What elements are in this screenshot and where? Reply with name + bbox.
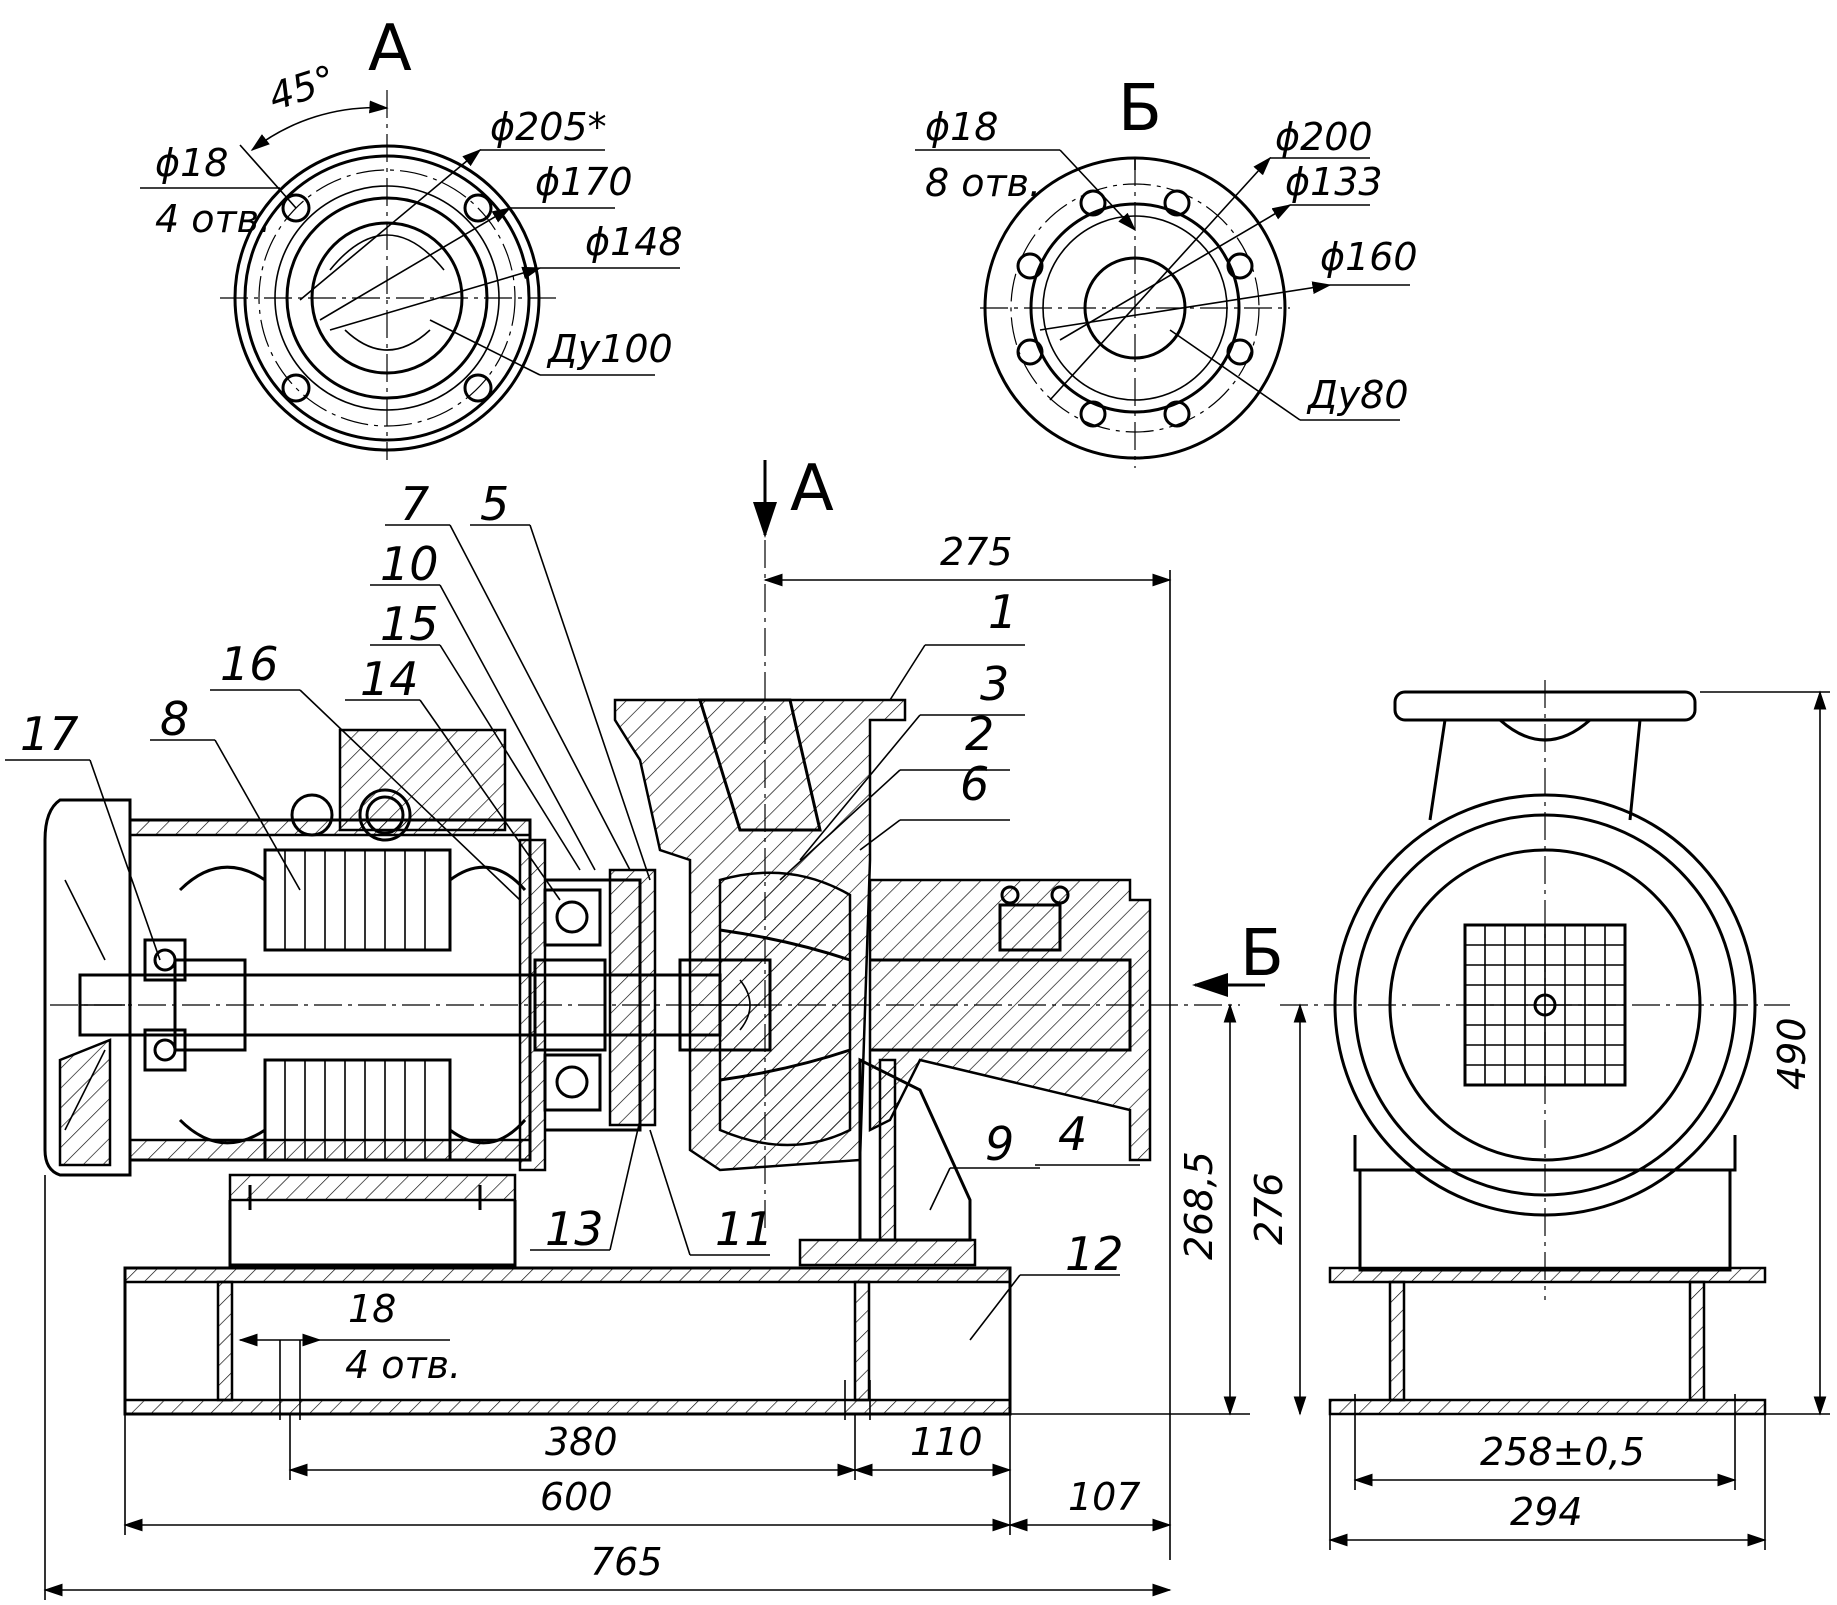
dim-110: 110 bbox=[910, 1420, 983, 1464]
dim-268-5: 268,5 bbox=[1177, 1151, 1221, 1260]
view-b-holes-dia: ϕ18 bbox=[925, 105, 998, 149]
dim-18: 18 bbox=[348, 1287, 396, 1331]
pos-9: 9 bbox=[985, 1117, 1014, 1171]
pos-10: 10 bbox=[380, 537, 439, 591]
pos-4: 4 bbox=[1058, 1107, 1087, 1161]
view-b-dn: Ду80 bbox=[1306, 373, 1409, 417]
pos-11: 11 bbox=[715, 1202, 774, 1256]
pump-side-view bbox=[1280, 680, 1790, 1416]
pos-3: 3 bbox=[980, 657, 1009, 711]
view-b-holes-count: 8 отв. bbox=[925, 161, 1041, 205]
dim-600: 600 bbox=[540, 1475, 613, 1519]
arrow-a-letter: А bbox=[790, 452, 834, 526]
dim-258: 258±0,5 bbox=[1480, 1430, 1645, 1474]
view-b-d160: ϕ160 bbox=[1320, 235, 1418, 279]
dim-18-count: 4 отв. bbox=[345, 1343, 461, 1387]
pos-12: 12 bbox=[1065, 1227, 1124, 1281]
pos-17: 17 bbox=[20, 707, 79, 761]
position-labels: 1 2 3 4 5 6 7 8 9 10 11 12 13 14 15 16 1… bbox=[5, 477, 1140, 1341]
pos-7: 7 bbox=[400, 477, 429, 531]
pump-section-view bbox=[43, 540, 1240, 1420]
dim-275: 275 bbox=[940, 530, 1013, 574]
pos-15: 15 bbox=[380, 597, 439, 651]
dim-765: 765 bbox=[590, 1540, 663, 1584]
view-a-d148: ϕ148 bbox=[585, 220, 683, 264]
pos-16: 16 bbox=[220, 637, 279, 691]
dim-107: 107 bbox=[1068, 1475, 1141, 1519]
dim-490: 490 bbox=[1770, 1017, 1814, 1090]
view-a-holes-dia: ϕ18 bbox=[155, 141, 228, 185]
pos-6: 6 bbox=[960, 757, 989, 811]
pos-5: 5 bbox=[480, 477, 509, 531]
view-a-angle: 45° bbox=[263, 57, 341, 120]
pos-13: 13 bbox=[545, 1202, 604, 1256]
view-a-holes-count: 4 отв. bbox=[155, 197, 271, 241]
view-arrows: А Б bbox=[753, 452, 1284, 997]
dimensions: 275 268,5 276 490 18 4 отв. 380 110 600 … bbox=[43, 530, 1830, 1600]
view-a-d170: ϕ170 bbox=[535, 160, 633, 204]
view-b-flange: Б ϕ18 8 отв. ϕ200 ϕ133 ϕ160 Ду80 bbox=[915, 72, 1418, 468]
view-b-letter: Б bbox=[1118, 72, 1162, 146]
view-b-d133: ϕ133 bbox=[1285, 160, 1383, 204]
arrow-b-letter: Б bbox=[1240, 917, 1284, 991]
pos-8: 8 bbox=[160, 692, 189, 746]
view-a-dn: Ду100 bbox=[546, 327, 673, 371]
pos-2: 2 bbox=[965, 707, 994, 761]
pos-1: 1 bbox=[988, 585, 1017, 639]
dim-294: 294 bbox=[1510, 1490, 1583, 1534]
view-a-d205: ϕ205* bbox=[490, 105, 607, 149]
pos-14: 14 bbox=[360, 652, 419, 706]
view-a-flange: А 45° ϕ18 4 отв. ϕ205* ϕ170 ϕ148 Ду100 bbox=[140, 12, 683, 460]
dim-276: 276 bbox=[1247, 1172, 1291, 1245]
view-b-d200: ϕ200 bbox=[1275, 115, 1373, 159]
view-a-letter: А bbox=[368, 12, 412, 86]
dim-380: 380 bbox=[545, 1420, 618, 1464]
